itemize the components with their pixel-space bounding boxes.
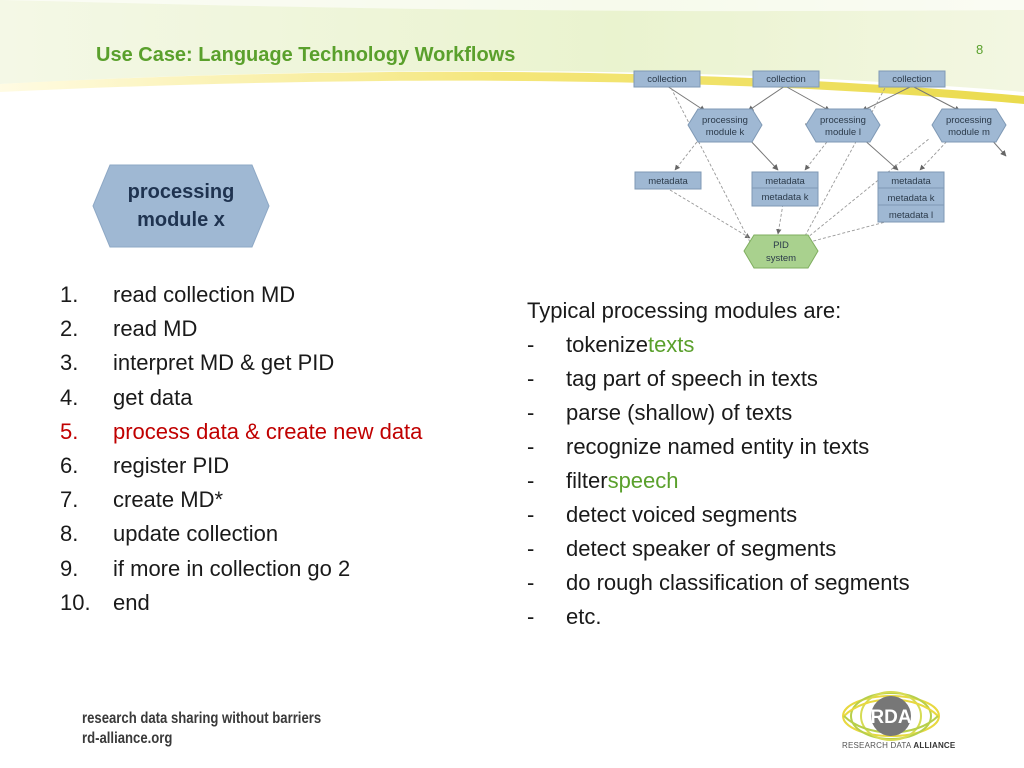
svg-text:collection: collection [647, 74, 687, 85]
list-item: 10.end [60, 589, 150, 615]
footer-url[interactable]: rd-alliance.org [82, 730, 173, 747]
workflow-steps: 1.read collection MD 2.read MD 3.interpr… [60, 278, 530, 620]
list-item: 6.register PID [60, 453, 230, 479]
metadata-box-k: metadata metadata k [751, 171, 819, 207]
svg-text:metadata l: metadata l [889, 210, 933, 221]
processing-module-x-shape [92, 164, 270, 248]
metadata-box: metadata [634, 171, 702, 190]
svg-text:metadata: metadata [891, 176, 931, 187]
svg-text:system: system [766, 253, 796, 264]
typical-modules: Typical processing modules are: -tokeniz… [527, 294, 1022, 634]
list-item: 3.interpret MD & get PID [60, 350, 335, 376]
module-x-line1: processing [127, 181, 235, 203]
list-item: 4.get data [60, 384, 193, 410]
footer-tagline: research data sharing without barriers [82, 710, 322, 727]
svg-text:module l: module l [825, 127, 861, 138]
list-item: 1.read collection MD [60, 282, 296, 307]
svg-text:collection: collection [766, 74, 806, 85]
svg-text:metadata k: metadata k [888, 193, 935, 204]
list-item: -tokenize texts [527, 332, 695, 357]
typical-list: -tokenize texts -tag part of speech in t… [527, 328, 1022, 634]
svg-text:metadata: metadata [765, 176, 805, 187]
svg-text:collection: collection [892, 74, 932, 85]
svg-text:module m: module m [948, 127, 990, 138]
svg-text:metadata: metadata [648, 176, 688, 187]
list-item: 8.update collection [60, 521, 279, 547]
svg-text:processing: processing [820, 115, 866, 126]
list-item-highlighted: 5.process data & create new data [60, 418, 423, 444]
module-x-line2: module x [137, 209, 225, 231]
processing-module-x-label: processing module x [92, 178, 270, 234]
list-item: -etc. [527, 604, 602, 629]
svg-text:processing: processing [702, 115, 748, 126]
pid-system: PID system [743, 234, 819, 269]
processing-module-k: processing module k [687, 108, 763, 143]
list-item: -filter speech [527, 468, 679, 493]
metadata-box-kl: metadata metadata k metadata l [877, 171, 945, 223]
list-item: 2.read MD [60, 316, 198, 342]
collection-box: collection [633, 70, 701, 88]
processing-module-m: processing module m [931, 108, 1007, 143]
collection-box: collection [878, 70, 946, 88]
svg-text:PID: PID [773, 240, 789, 251]
workflow-diagram: collection collection collection process… [633, 70, 1007, 269]
svg-text:processing: processing [946, 115, 992, 126]
slide-title: Use Case: Language Technology Workflows [96, 44, 516, 66]
svg-text:module k: module k [706, 127, 745, 138]
list-item: -parse (shallow) of texts [527, 400, 793, 425]
collection-box: collection [752, 70, 820, 88]
list-item: -recognize named entity in texts [527, 434, 870, 459]
list-item: -do rough classification of segments [527, 570, 910, 595]
list-item: -detect speaker of segments [527, 536, 837, 561]
rda-logo: RDA [842, 691, 940, 741]
rda-caption: RESEARCH DATA ALLIANCE [842, 741, 956, 750]
processing-module-l: processing module l [805, 108, 881, 143]
list-item: 9.if more in collection go 2 [60, 555, 351, 581]
typical-intro: Typical processing modules are: [527, 298, 842, 323]
svg-text:metadata k: metadata k [762, 192, 809, 203]
list-item: -detect voiced segments [527, 502, 798, 527]
rda-logo-text: RDA [870, 707, 911, 728]
list-item: 7.create MD* [60, 487, 224, 513]
list-item: -tag part of speech in texts [527, 366, 818, 391]
slide-number: 8 [976, 42, 984, 57]
